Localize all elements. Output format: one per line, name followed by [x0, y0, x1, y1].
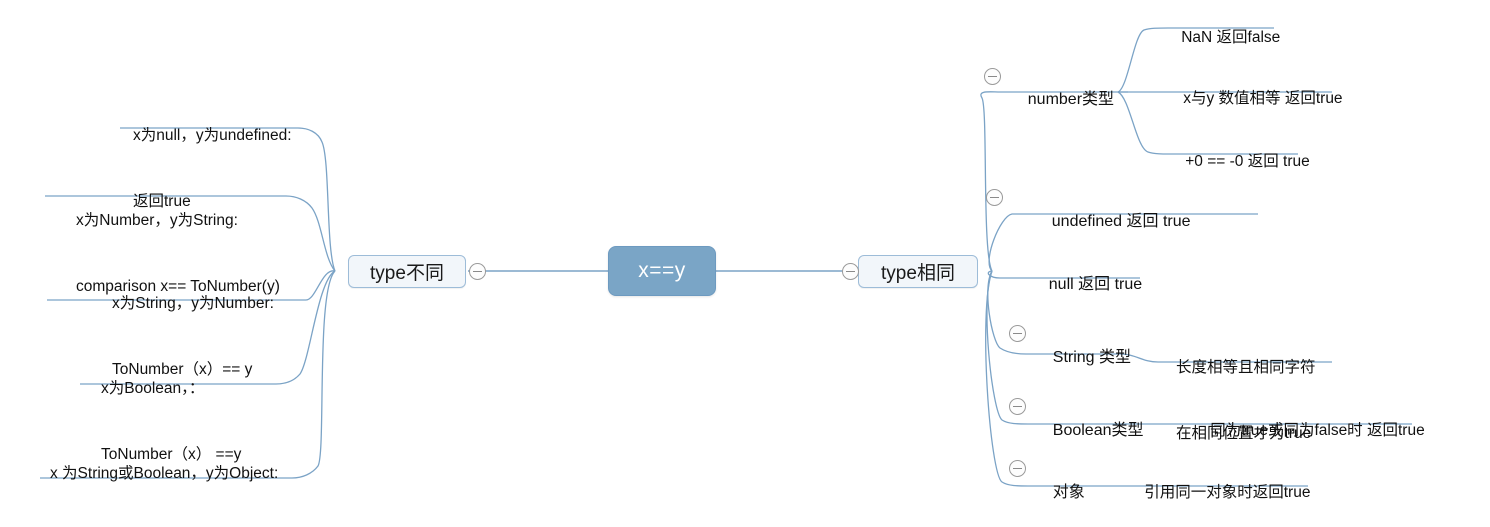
- leaf-number-string-line1: x为Number，y为String:: [76, 212, 238, 229]
- leaf-stringboolean-object-line1: x 为String或Boolean，y为Object:: [50, 465, 279, 482]
- leaf-string-number[interactable]: x为String，y为Number: ToNumber（x）== y: [112, 249, 274, 425]
- node-number-type[interactable]: number类型: [1010, 66, 1114, 134]
- leaf-number-string[interactable]: x为Number，y为String: comparison x== ToNumb…: [76, 166, 280, 342]
- leaf-null-undefined[interactable]: x为null，y为undefined: 返回true: [133, 81, 292, 257]
- node-undefined-type-label: undefined 返回 true: [1051, 212, 1191, 230]
- leaf-boolean-line1: x为Boolean，：: [101, 380, 205, 397]
- collapse-toggle-icon-type-different[interactable]: [469, 263, 486, 280]
- node-string-type[interactable]: String 类型: [1035, 324, 1131, 392]
- leaf-boolean-rule-label: 同为true或同为false时 返回true: [1210, 422, 1425, 439]
- leaf-string-number-line2: ToNumber（x）== y: [112, 361, 253, 378]
- node-object-type-label: 对象: [1052, 483, 1085, 501]
- node-object-type[interactable]: 对象: [1035, 459, 1085, 527]
- collapse-toggle-icon-string-type[interactable]: [1009, 325, 1026, 342]
- node-boolean-type[interactable]: Boolean类型: [1035, 397, 1144, 465]
- leaf-null-undefined-line1: x为null，y为undefined:: [133, 127, 292, 144]
- leaf-numeric-equal-label: x与y 数值相等 返回true: [1183, 90, 1343, 107]
- leaf-object-rule[interactable]: 引用同一对象时返回true: [1127, 460, 1310, 526]
- node-boolean-type-label: Boolean类型: [1052, 421, 1144, 439]
- leaf-plus-minus-zero[interactable]: +0 == -0 返回 true: [1168, 129, 1310, 195]
- node-null-type[interactable]: null 返回 true: [1031, 251, 1142, 319]
- root-node-label: x==y: [638, 259, 686, 282]
- node-string-type-label: String 类型: [1052, 348, 1132, 366]
- leaf-numeric-equal[interactable]: x与y 数值相等 返回true: [1166, 66, 1343, 132]
- branch-node-type-same-label: type相同: [881, 263, 955, 284]
- collapse-toggle-icon-undefined-type[interactable]: [986, 189, 1003, 206]
- collapse-toggle-icon-type-same[interactable]: [842, 263, 859, 280]
- collapse-toggle-icon-object-type[interactable]: [1009, 460, 1026, 477]
- leaf-plus-minus-zero-label: +0 == -0 返回 true: [1185, 153, 1310, 170]
- leaf-null-undefined-line2: 返回true: [133, 193, 191, 210]
- branch-node-type-different-label: type不同: [370, 263, 444, 284]
- collapse-toggle-icon-number-type[interactable]: [984, 68, 1001, 85]
- node-undefined-type[interactable]: undefined 返回 true: [1034, 188, 1191, 256]
- branch-node-type-different[interactable]: type不同: [348, 255, 466, 288]
- collapse-toggle-icon-boolean-type[interactable]: [1009, 398, 1026, 415]
- leaf-number-string-line2: comparison x== ToNumber(y): [76, 278, 280, 295]
- leaf-string-rule-line2: 在相同位置才为true: [1176, 425, 1312, 442]
- leaf-object-rule-label: 引用同一对象时返回true: [1144, 484, 1311, 501]
- root-node[interactable]: x==y: [608, 246, 716, 296]
- node-null-type-label: null 返回 true: [1048, 275, 1143, 293]
- leaf-string-rule-line1: 长度相等且相同字符: [1176, 359, 1316, 376]
- leaf-nan-label: NaN 返回false: [1181, 29, 1281, 46]
- leaf-boolean[interactable]: x为Boolean，： ToNumber（x） ==y: [101, 334, 241, 510]
- leaf-nan[interactable]: NaN 返回false: [1164, 5, 1280, 71]
- leaf-boolean-line2: ToNumber（x） ==y: [101, 446, 242, 463]
- node-number-type-label: number类型: [1027, 90, 1115, 108]
- leaf-stringboolean-object[interactable]: x 为String或Boolean，y为Object: x == ToPrimi…: [50, 419, 278, 527]
- branch-node-type-same[interactable]: type相同: [858, 255, 978, 288]
- leaf-string-rule[interactable]: 长度相等且相同字符 在相同位置才为true: [1176, 313, 1316, 489]
- leaf-string-number-line1: x为String，y为Number:: [112, 295, 274, 312]
- leaf-boolean-rule[interactable]: 同为true或同为false时 返回true: [1193, 398, 1425, 464]
